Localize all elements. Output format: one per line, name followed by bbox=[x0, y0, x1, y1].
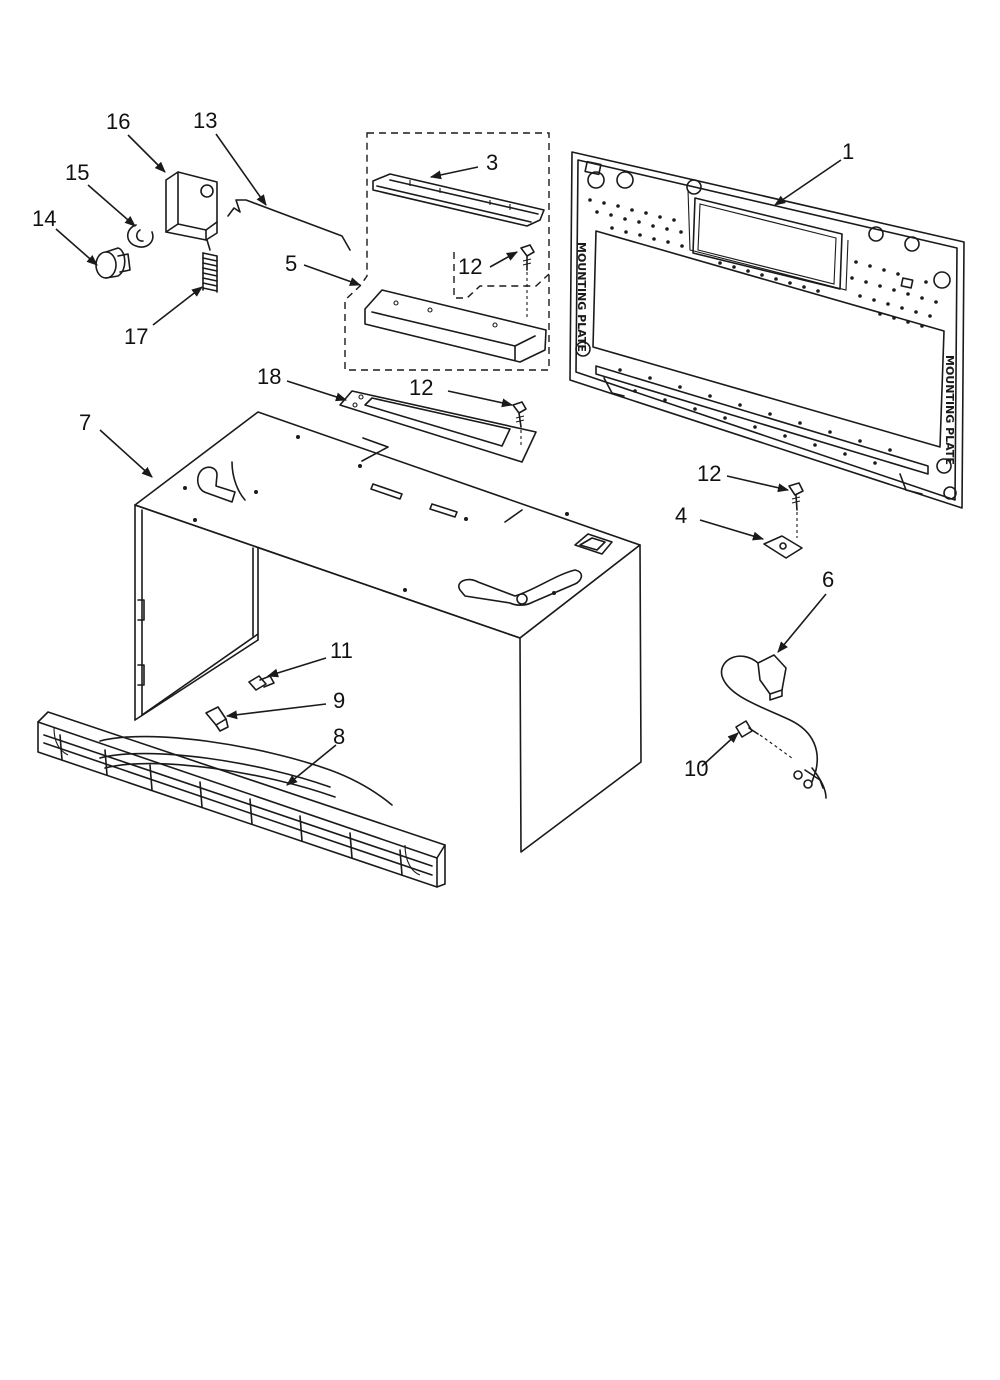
callout-1: 1 bbox=[842, 139, 854, 164]
screw-12-middle bbox=[512, 401, 527, 448]
cabinet bbox=[134, 411, 642, 853]
callout-15: 15 bbox=[65, 160, 89, 185]
callout-16: 16 bbox=[106, 109, 130, 134]
gasket bbox=[339, 390, 537, 463]
callout-18: 18 bbox=[257, 364, 281, 389]
hinge-16 bbox=[165, 171, 218, 241]
callout-7: 7 bbox=[79, 410, 91, 435]
callout-13: 13 bbox=[193, 108, 217, 133]
thermal-cutout-6 bbox=[720, 654, 827, 799]
screw-12-right bbox=[788, 482, 804, 538]
callout-10: 10 bbox=[684, 756, 708, 781]
plate-label-right: MOUNTING PLATE bbox=[943, 355, 956, 465]
leader-lines bbox=[55, 133, 842, 786]
ring-15 bbox=[126, 224, 154, 248]
bracket-4 bbox=[763, 535, 803, 559]
knob-14 bbox=[95, 247, 131, 279]
plate-holes bbox=[588, 198, 938, 465]
callout-12-middle: 12 bbox=[409, 375, 433, 400]
callout-8: 8 bbox=[333, 724, 345, 749]
screw-10 bbox=[735, 720, 793, 759]
mounting-plate: MOUNTING PLATE MOUNTING PLATE bbox=[569, 151, 965, 509]
callout-12-right: 12 bbox=[697, 461, 721, 486]
screw-12-upper bbox=[520, 244, 535, 320]
duct-assembly-group bbox=[344, 132, 550, 371]
plate-label-left: MOUNTING PLATE bbox=[575, 242, 588, 352]
callout-labels: 1 3 4 5 6 7 8 9 10 11 12 12 12 13 14 15 … bbox=[32, 108, 854, 781]
spring-17 bbox=[202, 239, 218, 293]
callout-4: 4 bbox=[675, 503, 687, 528]
callout-6: 6 bbox=[822, 567, 834, 592]
callout-12-top: 12 bbox=[458, 254, 482, 279]
callout-3: 3 bbox=[486, 150, 498, 175]
callout-5: 5 bbox=[285, 251, 297, 276]
callout-9: 9 bbox=[333, 688, 345, 713]
callout-14: 14 bbox=[32, 206, 56, 231]
clip-9 bbox=[205, 706, 229, 732]
grille bbox=[37, 711, 446, 888]
screw-11 bbox=[248, 675, 275, 691]
callout-17: 17 bbox=[124, 324, 148, 349]
callout-11: 11 bbox=[330, 638, 353, 663]
rod-13 bbox=[227, 199, 351, 251]
